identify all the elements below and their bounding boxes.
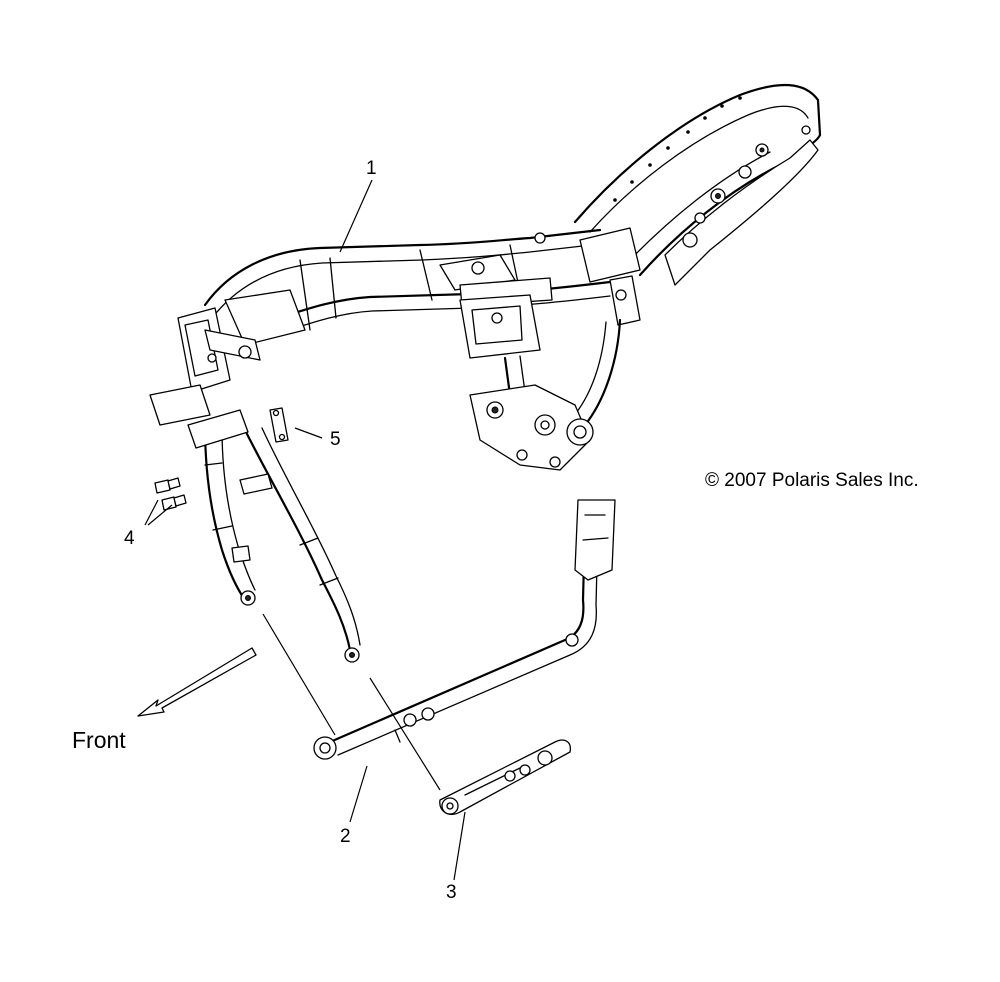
bolts-part-4 <box>154 477 187 511</box>
main-frame-part-1 <box>149 83 822 663</box>
callout-4: 4 <box>124 528 135 549</box>
leader-lines <box>144 179 466 881</box>
front-label: Front <box>72 727 126 753</box>
lower-rail-part-2 <box>313 499 616 760</box>
front-direction-arrow-icon <box>137 647 257 717</box>
copyright-notice: © 2007 Polaris Sales Inc. <box>705 470 919 491</box>
callout-5: 5 <box>330 429 341 450</box>
callout-3: 3 <box>446 882 457 903</box>
strap-part-5 <box>269 407 289 443</box>
lower-bracket-part-3 <box>439 739 571 815</box>
callout-1: 1 <box>366 158 377 179</box>
callout-2: 2 <box>340 826 351 847</box>
